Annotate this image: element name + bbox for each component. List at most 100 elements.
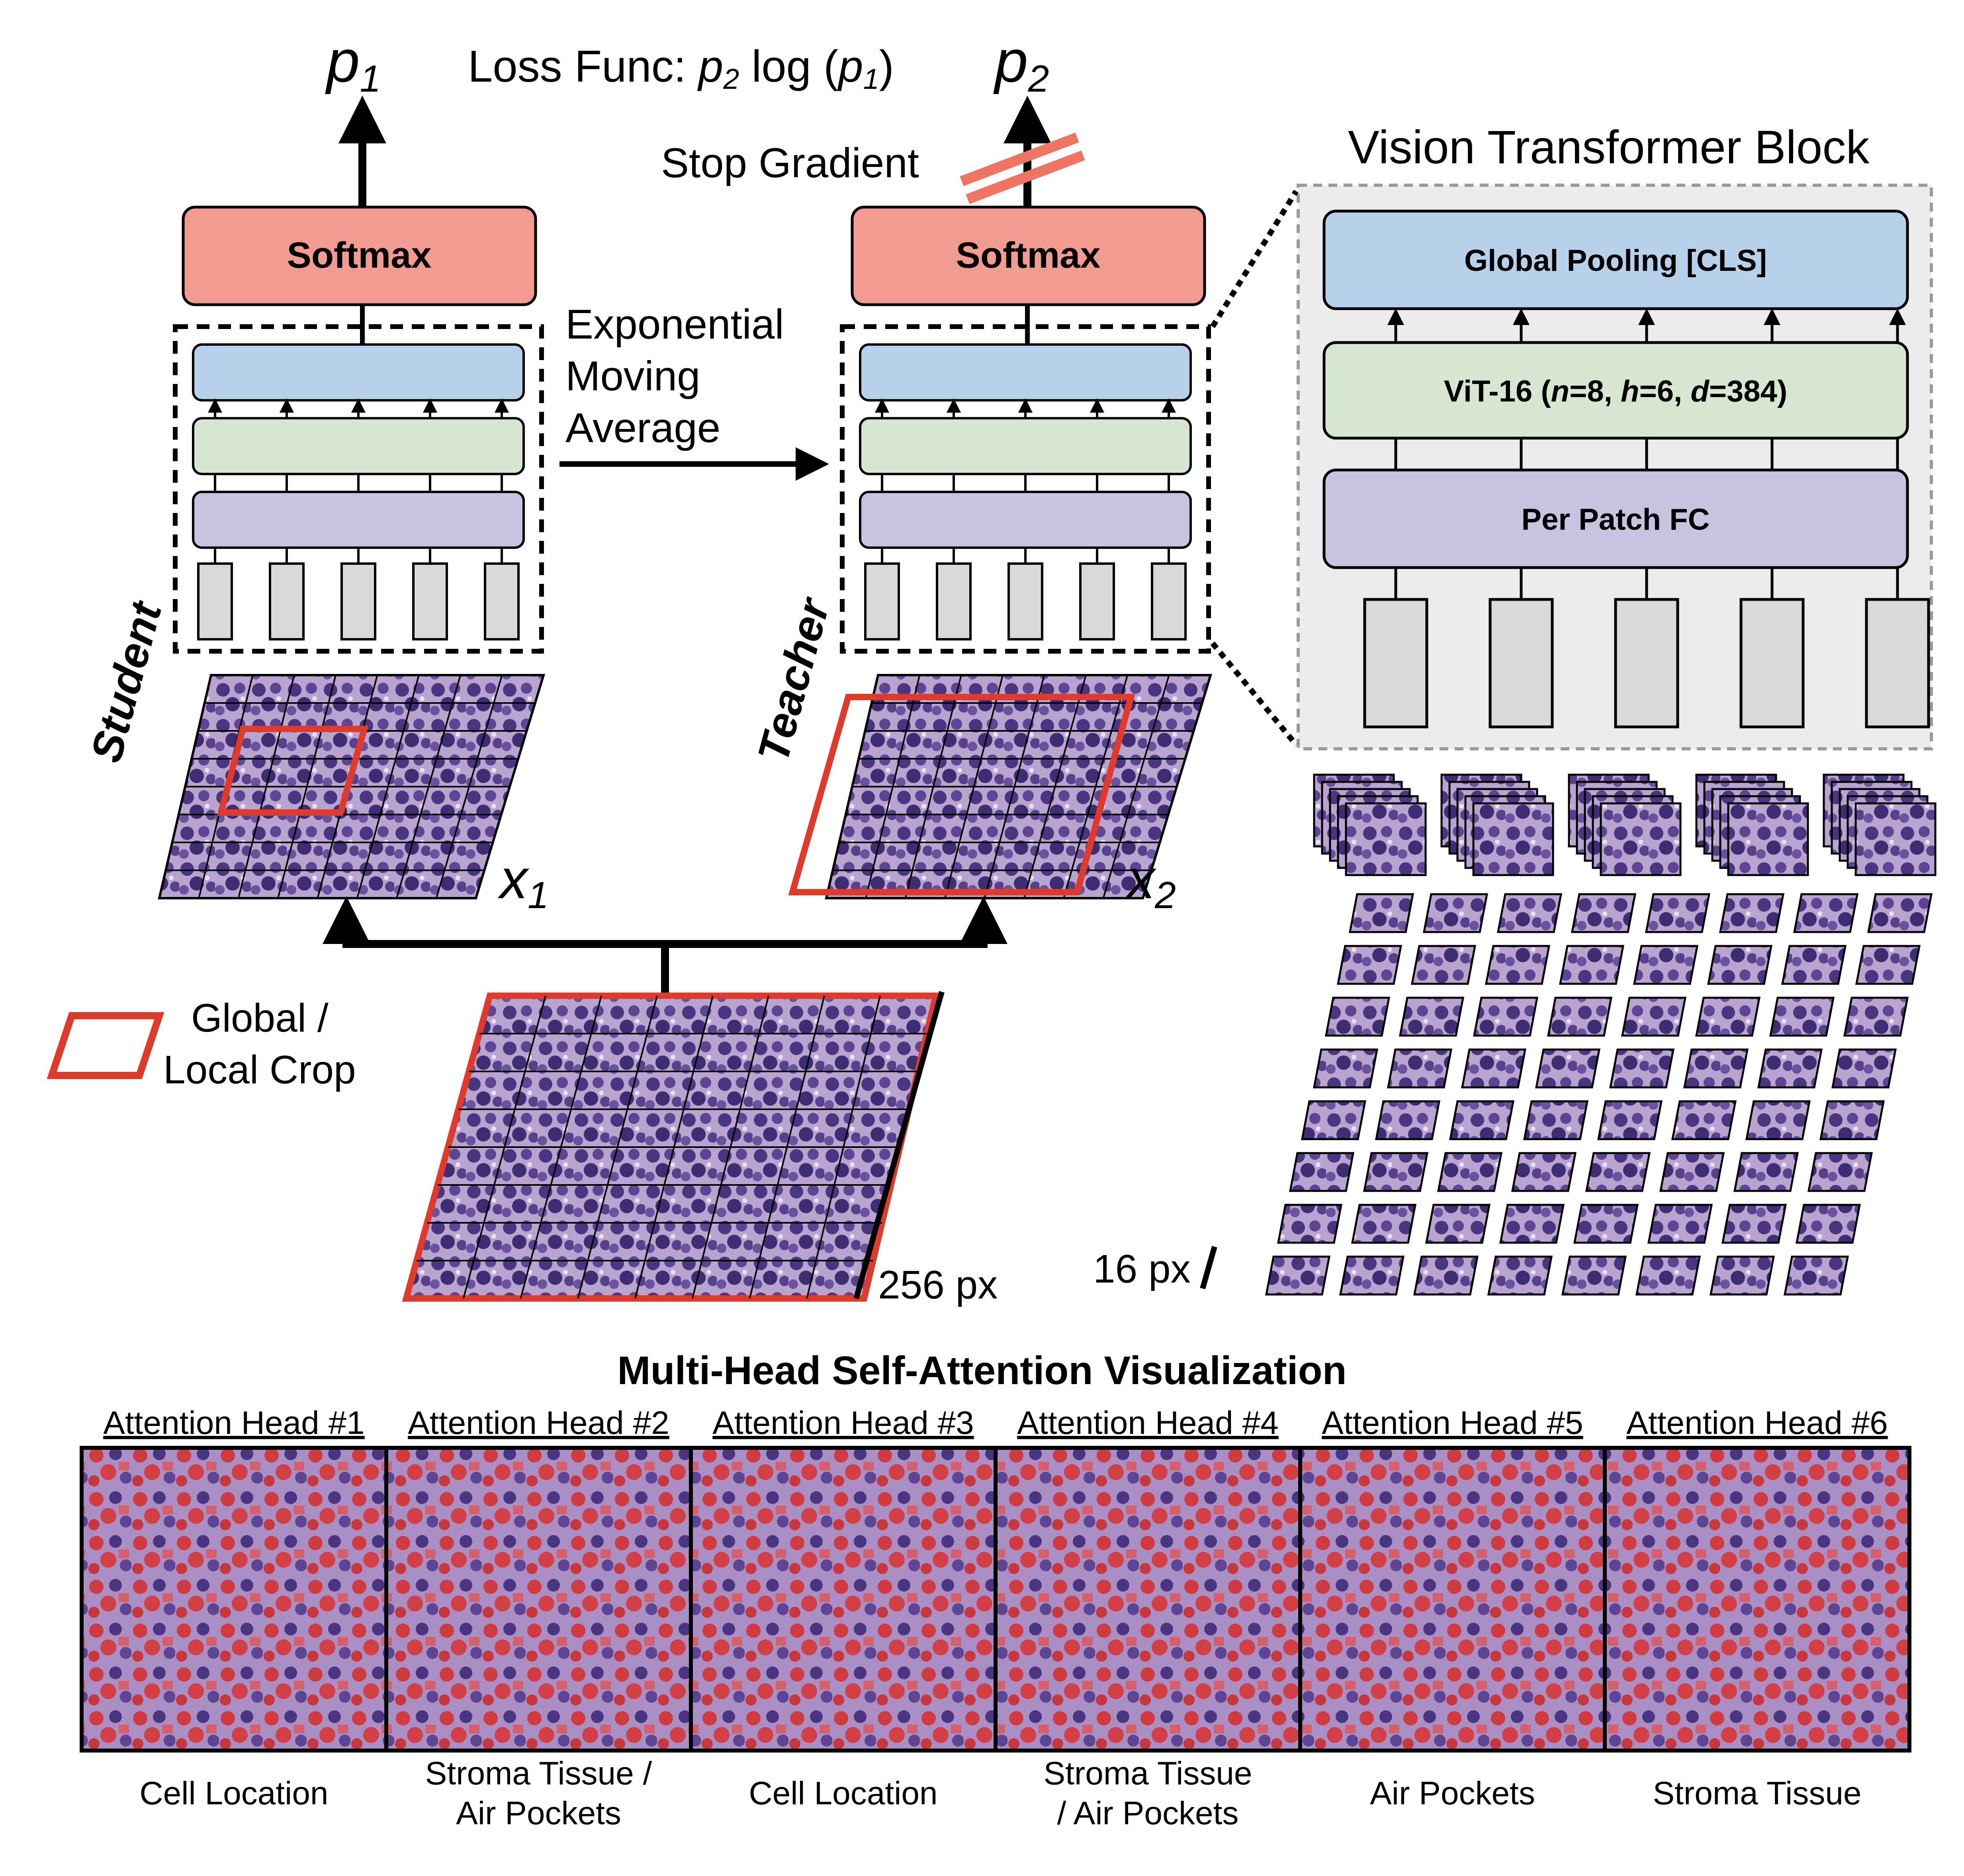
student-token	[340, 562, 376, 640]
patch-tile	[1745, 1100, 1811, 1140]
patch-tile	[1709, 1255, 1775, 1296]
patch-tile	[1635, 1255, 1701, 1296]
input-size-label: 256 px	[878, 1263, 998, 1307]
patch-tile	[1781, 945, 1847, 985]
input-size-bar	[853, 991, 945, 1299]
teacher-patch-fc-layer	[859, 491, 1192, 549]
teacher-token	[1079, 562, 1115, 640]
patch-tile	[1695, 997, 1761, 1037]
patch-tile	[1499, 1204, 1565, 1244]
patch-tile	[1647, 1204, 1713, 1244]
p1-label: p1	[325, 27, 381, 100]
patch-tile	[1559, 945, 1625, 985]
patch-stack-tile	[1600, 802, 1682, 876]
vit-encoder-layer	[1322, 341, 1909, 440]
x1-label: x1	[497, 848, 549, 916]
crop-legend-icon	[47, 1012, 164, 1079]
loss-function-label: Loss Func: p2 log (p1)	[468, 41, 894, 95]
zoom-line-top	[1210, 190, 1299, 328]
student-network-outline	[173, 324, 544, 654]
attention-head-caption: Air Pockets	[456, 1795, 621, 1831]
patch-stack-tile	[1472, 802, 1554, 876]
vit-token	[1363, 598, 1428, 728]
teacher-vit-layer	[859, 417, 1192, 475]
patch-tile	[1535, 1048, 1601, 1089]
patch-tile	[1843, 997, 1909, 1037]
attention-head-caption: Stroma Tissue /	[425, 1755, 652, 1792]
patch-tile	[1336, 945, 1403, 985]
patch-tile	[1573, 1204, 1639, 1244]
patch-stacks	[1313, 774, 1937, 876]
patch-tile	[1399, 997, 1465, 1037]
patch-tile	[1793, 893, 1859, 933]
vit-token	[1489, 598, 1554, 728]
teacher-label: Teacher	[748, 592, 839, 767]
patch-tile	[1571, 893, 1637, 933]
vit-tokens	[1363, 308, 1930, 728]
teacher-global-crop	[788, 694, 1135, 895]
input-image-grid	[417, 995, 927, 1299]
patch-tile	[1487, 1255, 1553, 1296]
stop-gradient-mark-2	[966, 150, 1085, 204]
attention-head-caption: Air Pockets	[1370, 1775, 1535, 1811]
patch-tile	[1733, 1152, 1799, 1192]
student-pooling-layer	[192, 343, 525, 401]
attention-head-title: Attention Head #3	[712, 1405, 974, 1441]
student-token	[197, 562, 233, 640]
teacher-pooling-layer	[859, 343, 1192, 401]
vit-pooling-layer	[1322, 210, 1909, 310]
patch-tile	[1621, 997, 1687, 1037]
attention-title: Multi-Head Self-Attention Visualization	[617, 1348, 1347, 1393]
patch-tile	[1831, 1048, 1897, 1089]
teacher-token	[864, 562, 900, 640]
crop-legend-line1: Global /	[191, 996, 329, 1040]
patch-tile	[1265, 1255, 1331, 1296]
student-label: Student	[81, 595, 171, 767]
ema-label-line2: Moving	[565, 353, 700, 399]
patch-tile	[1757, 1048, 1823, 1089]
ema-label-line1: Exponential	[565, 301, 784, 348]
student-local-crop	[217, 726, 369, 816]
attention-head-caption: Stroma Tissue	[1653, 1775, 1861, 1811]
patch-tile	[1301, 1100, 1367, 1140]
patch-tile	[1324, 997, 1391, 1037]
patch-tile	[1387, 1048, 1453, 1089]
patch-tile	[1807, 1152, 1873, 1192]
stop-gradient-mark-1	[960, 132, 1079, 186]
teacher-token	[936, 562, 972, 640]
patch-tile	[1473, 997, 1539, 1037]
teacher-image-grid	[833, 675, 1202, 899]
patch-tile	[1375, 1100, 1441, 1140]
patch-size-label: 16 px	[1093, 1247, 1191, 1291]
attention-head-caption: Cell Location	[749, 1775, 937, 1811]
patch-tile	[1795, 1204, 1861, 1244]
attention-head-title: Attention Head #6	[1626, 1405, 1888, 1441]
patch-tile	[1461, 1048, 1527, 1089]
patch-tile	[1855, 945, 1921, 985]
patch-grid	[1265, 893, 1933, 1296]
patch-tile	[1819, 1100, 1885, 1140]
patch-tile	[1719, 893, 1785, 933]
patch-tile	[1313, 1048, 1379, 1089]
attention-map	[1603, 1446, 1911, 1753]
vit-token	[1739, 598, 1805, 728]
student-token	[484, 562, 520, 640]
vit-patch-fc-layer	[1322, 468, 1909, 569]
vit-token	[1865, 598, 1930, 728]
patch-tile	[1351, 1204, 1417, 1244]
patch-tile	[1769, 997, 1835, 1037]
patch-tile	[1561, 1255, 1627, 1296]
vit-token	[1614, 598, 1679, 728]
zoom-line-bottom	[1210, 641, 1299, 747]
vit-block-title: Vision Transformer Block	[1348, 121, 1870, 174]
patch-tile	[1721, 1204, 1787, 1244]
attention-head-caption: Cell Location	[139, 1775, 328, 1811]
attention-map	[994, 1446, 1302, 1753]
patch-tile	[1339, 1255, 1405, 1296]
patch-tile	[1671, 1100, 1737, 1140]
patch-tile	[1633, 945, 1699, 985]
patch-tile	[1363, 1152, 1429, 1192]
patch-tile	[1609, 1048, 1675, 1089]
ema-label-line3: Average	[565, 405, 720, 451]
